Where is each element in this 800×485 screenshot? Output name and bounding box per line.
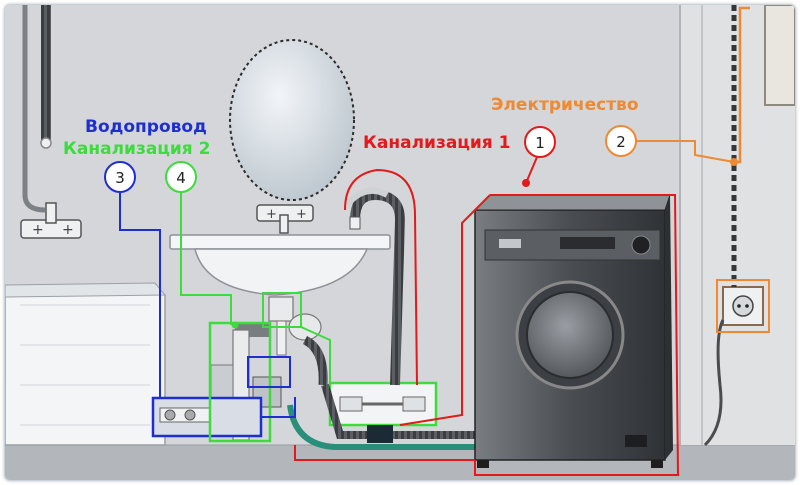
inlet-hose bbox=[287, 404, 485, 450]
sewer-2-route bbox=[180, 193, 331, 443]
power-socket bbox=[722, 286, 764, 326]
drain-box bbox=[328, 381, 438, 427]
sewer-1-route bbox=[294, 149, 680, 476]
bathtub bbox=[5, 282, 167, 446]
sink bbox=[169, 234, 391, 296]
shower-hose bbox=[41, 5, 51, 140]
svg-text:+: + bbox=[32, 222, 44, 238]
label-water-supply: Водопровод bbox=[85, 117, 207, 137]
floor-connector bbox=[367, 425, 393, 443]
picture-frame bbox=[764, 5, 795, 106]
water-supply-route bbox=[119, 193, 296, 418]
label-sewer-2: Канализация 2 bbox=[63, 139, 210, 159]
svg-text:+: + bbox=[266, 207, 277, 222]
mirror bbox=[229, 39, 355, 201]
marker-3: 3 bbox=[104, 161, 136, 193]
svg-text:+: + bbox=[62, 222, 74, 238]
marker-2: 2 bbox=[605, 125, 637, 157]
sink-tap: + + bbox=[256, 204, 314, 234]
label-sewer-1: Канализация 1 bbox=[363, 133, 510, 153]
bath-tap: + + bbox=[20, 202, 82, 239]
marker-4: 4 bbox=[165, 161, 197, 193]
marker-3-number: 3 bbox=[115, 169, 125, 187]
marker-4-number: 4 bbox=[176, 169, 186, 187]
washing-machine bbox=[473, 194, 673, 468]
marker-1-number: 1 bbox=[535, 134, 545, 152]
electricity-route bbox=[636, 6, 770, 333]
svg-text:+: + bbox=[296, 207, 307, 222]
diagram-frame: + + + + bbox=[4, 4, 796, 481]
valve-block-left bbox=[151, 396, 263, 438]
marker-1: 1 bbox=[524, 126, 556, 158]
bathroom-plumbing-diagram: + + + + bbox=[5, 5, 795, 480]
label-electricity: Электричество bbox=[491, 95, 639, 115]
drain-hose-loop bbox=[350, 189, 406, 386]
marker-2-number: 2 bbox=[616, 133, 626, 151]
